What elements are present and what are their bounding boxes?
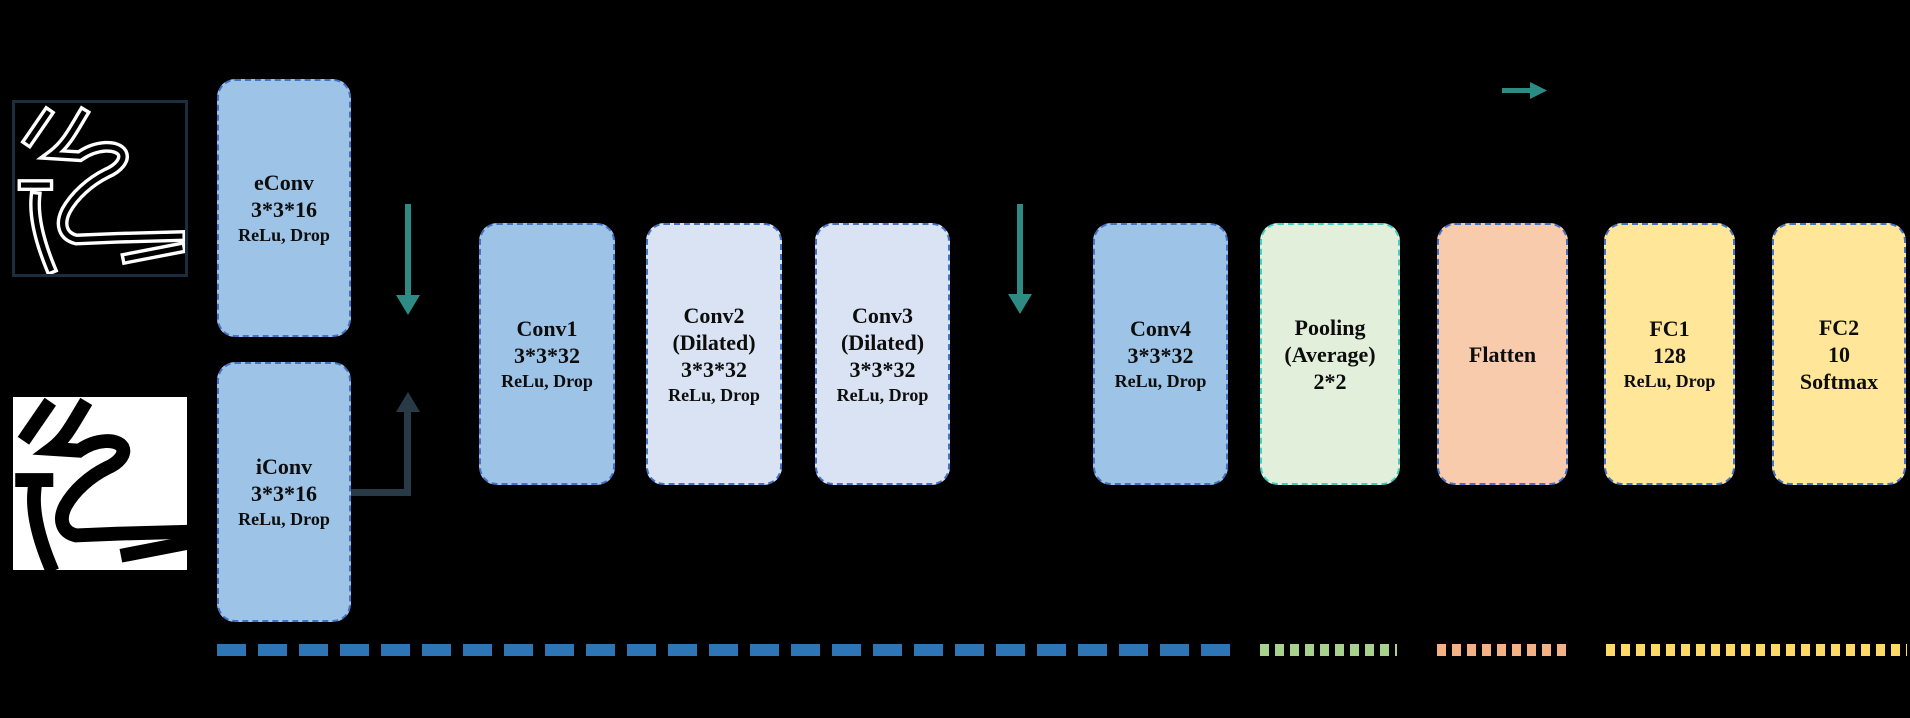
raw-input-image xyxy=(13,397,187,570)
layer-title: Flatten xyxy=(1468,341,1537,367)
fc-stage-dotted-bar xyxy=(1606,644,1907,656)
fc1-layer-box: FC1 128 ReLu, Drop xyxy=(1604,223,1735,485)
layer-kernel: 3*3*16 xyxy=(251,197,317,222)
image-stream-line xyxy=(351,392,420,496)
layer-subtitle: (Dilated) xyxy=(840,329,925,355)
layer-activation: Softmax xyxy=(1799,368,1879,394)
layer-kernel: 3*3*32 xyxy=(1127,343,1194,368)
layer-title: Conv1 xyxy=(516,316,578,341)
layer-kernel: 3*3*16 xyxy=(251,481,317,506)
layer-title: Conv4 xyxy=(1129,316,1192,341)
digit-2-drawing xyxy=(15,397,187,570)
layer-units: 128 xyxy=(1653,343,1686,368)
layer-kernel: 2*2 xyxy=(1313,368,1347,394)
flatten-stage-dotted-bar xyxy=(1437,644,1568,656)
edge-digit-2-drawing xyxy=(17,105,185,274)
conv3-dilated-layer-box: Conv3 (Dilated) 3*3*32 ReLu, Drop xyxy=(815,223,950,485)
conv-stage-dashed-bar xyxy=(217,644,1230,656)
edge-stream-line xyxy=(351,82,1547,315)
layer-title: iConv xyxy=(255,454,313,479)
pooling-stage-dotted-bar xyxy=(1260,644,1397,656)
flatten-layer-box: Flatten xyxy=(1437,223,1568,485)
layer-ops: ReLu, Drop xyxy=(238,509,330,529)
layer-kernel: 3*3*32 xyxy=(514,343,580,368)
layer-subtitle: (Dilated) xyxy=(672,329,756,355)
layer-ops: ReLu, Drop xyxy=(1623,371,1716,391)
layer-ops: ReLu, Drop xyxy=(501,371,593,391)
layer-kernel: 3*3*32 xyxy=(681,356,747,382)
down-arrowhead-merge1 xyxy=(396,295,420,315)
conv2-dilated-layer-box: Conv2 (Dilated) 3*3*32 ReLu, Drop xyxy=(646,223,782,485)
layer-units: 10 xyxy=(1828,341,1850,367)
layer-ops: ReLu, Drop xyxy=(668,384,760,405)
layer-ops: ReLu, Drop xyxy=(1114,371,1207,391)
layer-title: FC1 xyxy=(1649,316,1690,341)
conv4-layer-box: Conv4 3*3*32 ReLu, Drop xyxy=(1093,223,1228,485)
edge-input-image xyxy=(12,100,188,277)
layer-kernel: 3*3*32 xyxy=(849,356,916,382)
layer-title: Conv2 xyxy=(683,302,745,328)
layer-title: eConv xyxy=(254,170,314,195)
legend-teal-arrow xyxy=(1502,88,1532,93)
layer-ops: ReLu, Drop xyxy=(238,225,330,245)
layer-subtitle: (Average) xyxy=(1284,341,1376,367)
up-arrowhead-merge1 xyxy=(396,392,420,412)
conv1-layer-box: Conv1 3*3*32 ReLu, Drop xyxy=(479,223,615,485)
layer-ops: ReLu, Drop xyxy=(836,384,929,405)
econv-layer-box: eConv 3*3*16 ReLu, Drop xyxy=(217,79,351,337)
fc2-layer-box: FC2 10 Softmax xyxy=(1772,223,1906,485)
layer-title: FC2 xyxy=(1818,314,1860,340)
layer-title: Pooling xyxy=(1294,314,1366,340)
pooling-layer-box: Pooling (Average) 2*2 xyxy=(1260,223,1400,485)
legend-arrowhead xyxy=(1530,82,1547,99)
iconv-layer-box: iConv 3*3*16 ReLu, Drop xyxy=(217,362,351,622)
down-arrowhead-merge2 xyxy=(1008,294,1032,314)
layer-title: Conv3 xyxy=(851,302,914,328)
